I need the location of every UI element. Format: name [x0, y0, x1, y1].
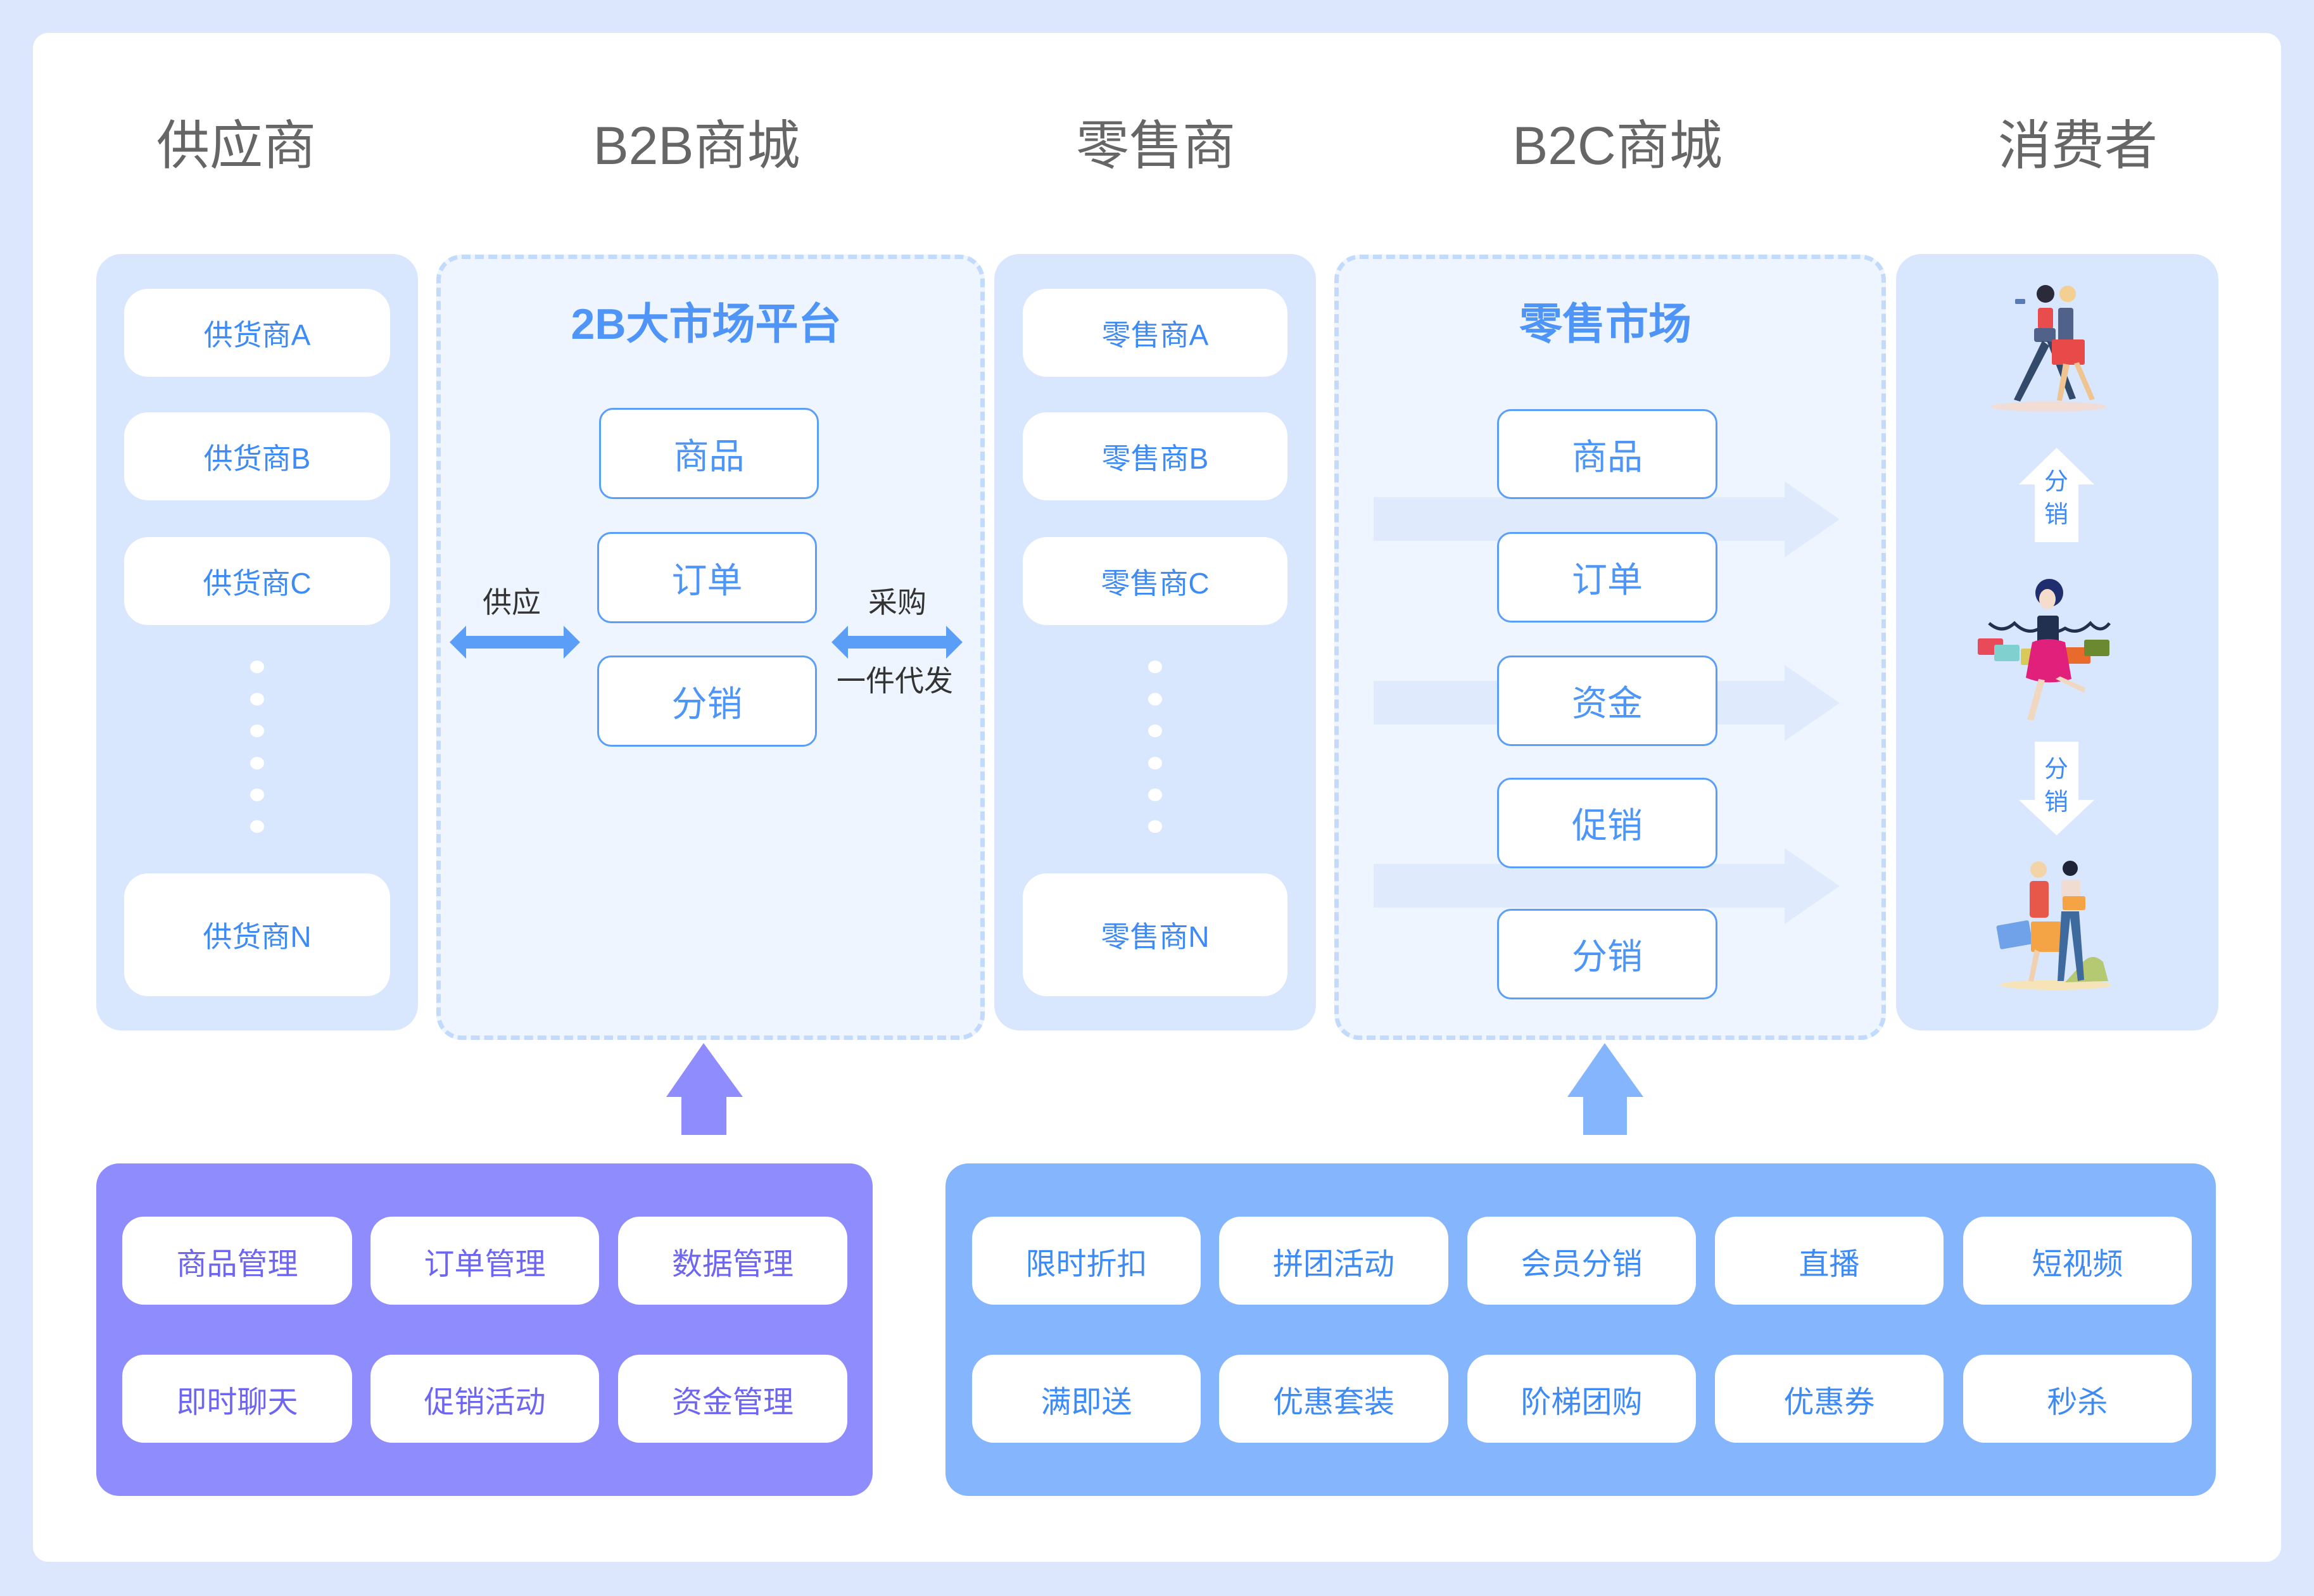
retail-function-orders[interactable]: 订单: [1497, 532, 1717, 623]
header-b2c-mall: B2C商城: [1512, 116, 1723, 175]
retailer-item-last[interactable]: 零售商N: [1023, 873, 1287, 996]
ellipsis-dot: [250, 725, 264, 737]
b2c-feature-button[interactable]: 拼团活动: [1219, 1217, 1448, 1305]
b2b-function-distribution[interactable]: 分销: [597, 656, 817, 747]
retail-function-goods[interactable]: 商品: [1497, 409, 1717, 499]
flow-arrow-icon: [1374, 481, 1840, 557]
ellipsis-dot: [1148, 788, 1162, 801]
ellipsis-dot: [250, 820, 264, 833]
b2c-feature-button[interactable]: 优惠套装: [1219, 1355, 1448, 1443]
header-retailer: 零售商: [1075, 116, 1236, 175]
b2c-feature-button[interactable]: 优惠券: [1715, 1355, 1944, 1443]
b2c-feature-up-arrow-icon: [1567, 1043, 1643, 1135]
shoppers-walking-illustration: [1990, 285, 2107, 412]
b2c-feature-button[interactable]: 限时折扣: [972, 1217, 1201, 1305]
ellipsis-dot: [1148, 725, 1162, 737]
header-consumer: 消费者: [1997, 116, 2158, 175]
ellipsis-dot: [1148, 693, 1162, 706]
b2b-function-orders[interactable]: 订单: [597, 532, 817, 623]
b2b-feature-button[interactable]: 促销活动: [370, 1355, 599, 1443]
ellipsis-dot: [1148, 661, 1162, 673]
ellipsis-dot: [250, 661, 264, 673]
ellipsis-dot: [250, 788, 264, 801]
supplier-item-last[interactable]: 供货商N: [124, 873, 390, 996]
b2b-feature-button[interactable]: 资金管理: [618, 1355, 847, 1443]
b2c-feature-button[interactable]: 会员分销: [1467, 1217, 1696, 1305]
distribution-up-arrow-icon: [2019, 448, 2094, 542]
supplier-item[interactable]: 供货商B: [124, 412, 390, 500]
supplier-item[interactable]: 供货商C: [124, 537, 390, 625]
woman-with-shopping-bags-illustration: [1978, 579, 2111, 721]
retail-market-title: 零售市场: [1519, 300, 1691, 348]
header-b2b-mall: B2B商城: [593, 116, 800, 175]
retail-function-funds[interactable]: 资金: [1497, 656, 1717, 746]
supply-label: 供应: [483, 586, 541, 619]
b2b-feature-button[interactable]: 订单管理: [370, 1217, 599, 1305]
supply-double-arrow-icon: [450, 626, 580, 659]
ellipsis-dot: [1148, 820, 1162, 833]
down-arrow-label-char: 销: [2044, 789, 2068, 816]
ellipsis-dot: [250, 693, 264, 706]
b2c-features-panel: [945, 1163, 2216, 1496]
b2b-features-panel: [96, 1163, 873, 1496]
supplier-item[interactable]: 供货商A: [124, 289, 390, 377]
b2b-feature-button[interactable]: 数据管理: [618, 1217, 847, 1305]
b2b-feature-button[interactable]: 即时聊天: [122, 1355, 352, 1443]
retailer-item[interactable]: 零售商C: [1023, 537, 1287, 625]
up-arrow-label-char: 销: [2044, 502, 2068, 528]
retail-function-distribution[interactable]: 分销: [1497, 909, 1717, 999]
b2c-feature-button[interactable]: 直播: [1715, 1217, 1944, 1305]
b2b-feature-up-arrow-icon: [666, 1043, 743, 1135]
b2c-feature-button[interactable]: 短视频: [1963, 1217, 2192, 1305]
b2b-function-goods[interactable]: 商品: [599, 408, 819, 499]
header-supplier: 供应商: [156, 116, 316, 175]
b2b-platform-title: 2B大市场平台: [571, 300, 842, 348]
b2c-feature-button[interactable]: 阶梯团购: [1467, 1355, 1696, 1443]
purchase-label: 采购: [868, 586, 926, 619]
ellipsis-dot: [250, 757, 264, 770]
distribution-down-arrow-icon: [2019, 742, 2094, 835]
b2c-feature-button[interactable]: 秒杀: [1963, 1355, 2192, 1443]
up-arrow-label-char: 分: [2044, 469, 2068, 495]
down-arrow-label-char: 分: [2044, 756, 2068, 783]
retailer-item[interactable]: 零售商A: [1023, 289, 1287, 377]
dropship-label: 一件代发: [837, 664, 953, 697]
b2b-feature-button[interactable]: 商品管理: [122, 1217, 352, 1305]
purchase-double-arrow-icon: [831, 626, 963, 659]
b2c-feature-button[interactable]: 满即送: [972, 1355, 1201, 1443]
flow-arrow-icon: [1374, 848, 1840, 924]
retail-function-promotion[interactable]: 促销: [1497, 778, 1717, 868]
ellipsis-dot: [1148, 757, 1162, 770]
retailer-item[interactable]: 零售商B: [1023, 412, 1287, 500]
two-shoppers-illustration: [1996, 861, 2111, 990]
